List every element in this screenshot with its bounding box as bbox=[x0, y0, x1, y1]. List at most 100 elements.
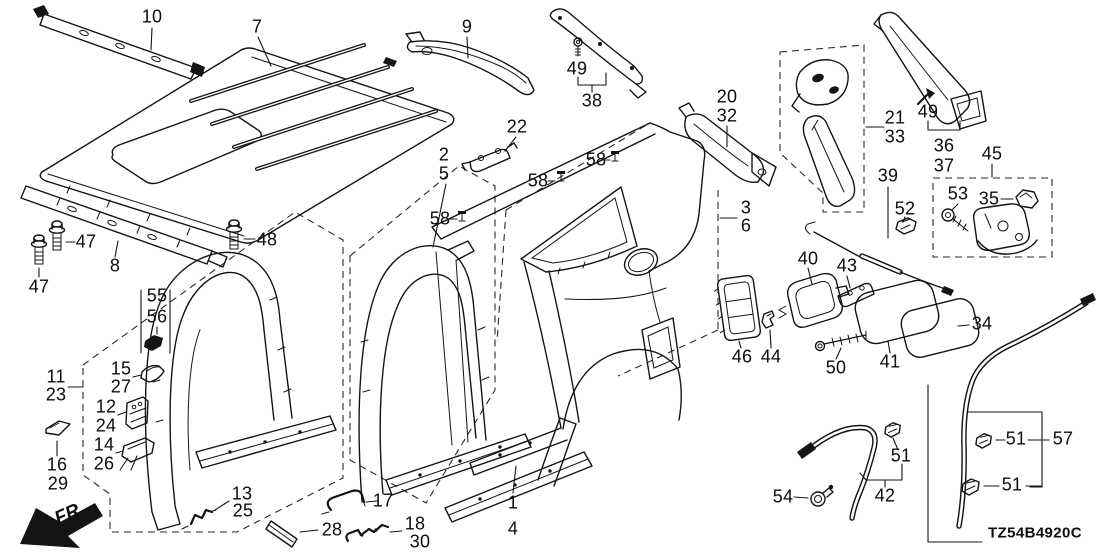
part-seal-34 bbox=[898, 296, 981, 360]
part-bracket-18-30 bbox=[346, 525, 402, 541]
callout-29: 29 bbox=[47, 473, 69, 494]
callout-13: 13 bbox=[231, 483, 253, 504]
diagram-part-code: TZ54B4920C bbox=[987, 524, 1083, 542]
callout-15: 15 bbox=[110, 358, 132, 379]
bolt-47-upper bbox=[48, 220, 76, 251]
dashed-box-opener-set bbox=[933, 164, 1052, 257]
part-opener-cable bbox=[805, 187, 954, 296]
callout-49: 49 bbox=[566, 58, 588, 79]
callout-30: 30 bbox=[409, 531, 431, 552]
callout-52: 52 bbox=[894, 198, 916, 219]
callout-48: 48 bbox=[256, 229, 278, 250]
callout-37: 37 bbox=[933, 155, 955, 176]
part-drain-tube-42 bbox=[797, 422, 902, 518]
bolt-48 bbox=[225, 219, 256, 250]
part-front-pillar-stiffener bbox=[874, 12, 986, 129]
callout-58: 58 bbox=[429, 208, 451, 229]
part-clip-44 bbox=[762, 311, 774, 348]
part-seal-41 bbox=[852, 277, 942, 353]
callout-21: 21 bbox=[884, 107, 906, 128]
callout-54: 54 bbox=[772, 486, 794, 507]
callout-7: 7 bbox=[251, 16, 263, 37]
callout-9: 9 bbox=[461, 16, 473, 37]
callout-18: 18 bbox=[404, 513, 426, 534]
dashed-box-quarter-panel bbox=[497, 124, 737, 376]
part-side-rail-upper bbox=[550, 9, 646, 98]
callout-39: 39 bbox=[877, 165, 899, 186]
callout-56: 56 bbox=[146, 306, 168, 327]
bolt-47-lower bbox=[30, 234, 48, 277]
part-bracket-15-27 bbox=[133, 366, 164, 382]
callout-20: 20 bbox=[716, 86, 738, 107]
part-bracket-12-24 bbox=[118, 397, 148, 429]
callout-49: 49 bbox=[917, 101, 939, 122]
part-front-roof-rail bbox=[33, 5, 205, 79]
callout-3: 3 bbox=[740, 197, 752, 218]
callout-32: 32 bbox=[716, 105, 738, 126]
callout-51: 51 bbox=[1001, 474, 1023, 495]
dashed-box-front-pillar bbox=[68, 212, 343, 532]
callout-17: 17 bbox=[372, 490, 394, 511]
callout-25: 25 bbox=[232, 500, 254, 521]
dashed-box-center-pillar bbox=[350, 166, 495, 503]
callout-26: 26 bbox=[93, 453, 115, 474]
callout-45: 45 bbox=[981, 143, 1003, 164]
part-roof-arch bbox=[406, 32, 534, 95]
callout-43: 43 bbox=[836, 255, 858, 276]
part-roof-panel bbox=[40, 37, 454, 243]
callout-14: 14 bbox=[93, 434, 115, 455]
callout-8: 8 bbox=[109, 255, 121, 276]
callout-33: 33 bbox=[884, 126, 906, 147]
callout-1: 1 bbox=[507, 492, 519, 513]
part-bracket-14-26 bbox=[116, 438, 154, 470]
part-fuel-filler-lid bbox=[779, 268, 849, 327]
callout-51: 51 bbox=[1005, 428, 1027, 449]
callout-51: 51 bbox=[890, 445, 912, 466]
clip-55-56 bbox=[141, 290, 170, 353]
part-bracket-16-29 bbox=[46, 421, 70, 456]
callout-11: 11 bbox=[46, 366, 66, 387]
screw-49-right bbox=[918, 88, 960, 130]
clips-58 bbox=[450, 150, 620, 222]
part-rear-roof-rail bbox=[21, 186, 227, 267]
part-side-rail-rear bbox=[679, 103, 776, 186]
callout-41: 41 bbox=[879, 351, 901, 372]
part-bracket-43 bbox=[838, 276, 874, 307]
part-quarter-panel-outer bbox=[432, 123, 705, 475]
part-center-pillar-outer bbox=[359, 241, 531, 502]
part-pillar-gussets bbox=[792, 60, 855, 207]
callout-57: 57 bbox=[1052, 428, 1074, 449]
callout-34: 34 bbox=[971, 313, 993, 334]
callout-44: 44 bbox=[760, 346, 782, 367]
callout-46: 46 bbox=[731, 346, 753, 367]
part-fuel-lid-latch bbox=[974, 204, 1037, 254]
fr-direction-arrow bbox=[20, 503, 103, 548]
part-clamp-54 bbox=[794, 484, 833, 506]
callout-22: 22 bbox=[506, 116, 528, 137]
callout-4: 4 bbox=[507, 518, 519, 539]
callout-50: 50 bbox=[825, 357, 847, 378]
callout-2: 2 bbox=[438, 144, 450, 165]
callout-5: 5 bbox=[438, 163, 450, 184]
callout-47: 47 bbox=[75, 231, 97, 252]
callout-35: 35 bbox=[978, 188, 1000, 209]
callout-10: 10 bbox=[141, 6, 163, 27]
part-sill-panel bbox=[445, 418, 592, 522]
callout-28: 28 bbox=[321, 519, 343, 540]
part-bracket-13-25 bbox=[182, 501, 229, 529]
callout-58: 58 bbox=[527, 170, 549, 191]
part-opener-bolt-53 bbox=[942, 204, 968, 231]
part-fuel-pocket bbox=[713, 275, 761, 348]
callout-55: 55 bbox=[146, 285, 168, 306]
callout-16: 16 bbox=[46, 454, 68, 475]
part-bracket-22 bbox=[462, 137, 517, 172]
screw-49-left bbox=[573, 37, 606, 92]
callout-6: 6 bbox=[740, 215, 752, 236]
callout-23: 23 bbox=[45, 384, 67, 405]
callout-47: 47 bbox=[28, 276, 50, 297]
callout-38: 38 bbox=[581, 90, 603, 111]
callout-24: 24 bbox=[95, 415, 117, 436]
part-bracket-17 bbox=[322, 491, 377, 515]
